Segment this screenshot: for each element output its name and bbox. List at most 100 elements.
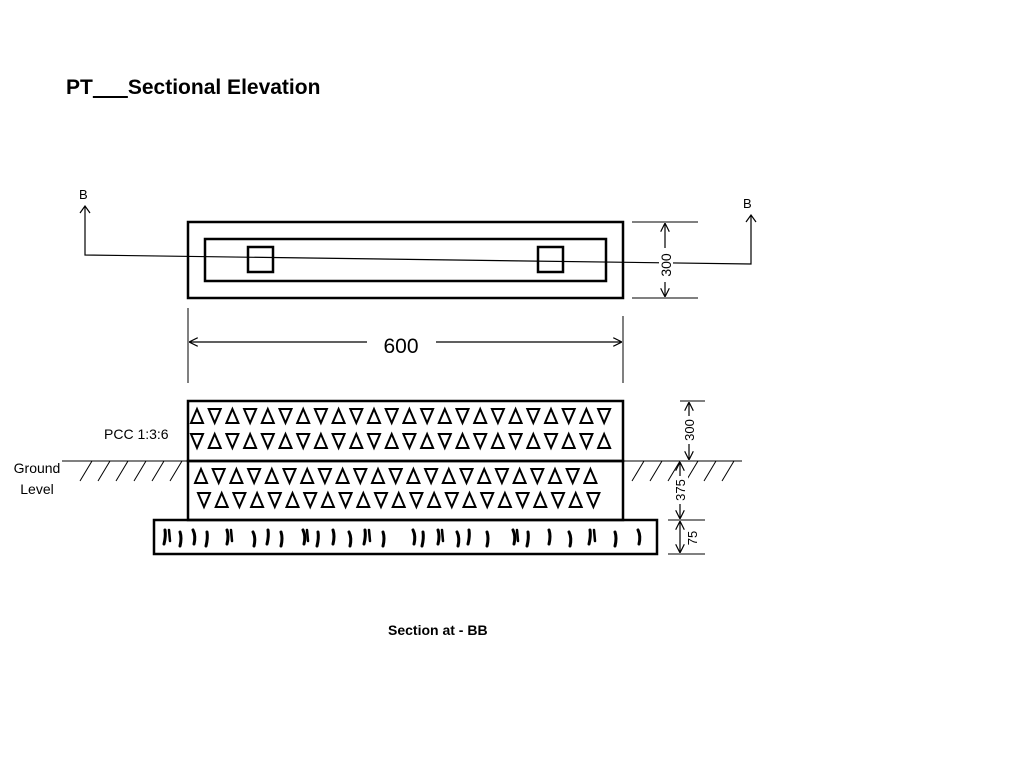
concrete-aggregate-mark xyxy=(189,433,205,451)
title-name: Sectional Elevation xyxy=(127,76,321,99)
plan-square-right xyxy=(536,245,565,274)
concrete-aggregate-mark xyxy=(277,431,294,449)
concrete-aggregate-mark xyxy=(338,492,354,510)
concrete-aggregate-mark xyxy=(320,490,336,508)
concrete-aggregate-mark xyxy=(196,492,212,510)
concrete-aggregate-mark xyxy=(242,431,258,449)
concrete-aggregate-mark xyxy=(388,468,404,486)
concrete-aggregate-mark xyxy=(497,490,513,508)
concrete-aggregate-mark xyxy=(525,408,541,426)
concrete-aggregate-mark xyxy=(578,433,594,451)
section-marker-left: B xyxy=(79,187,88,202)
concrete-aggregate-mark xyxy=(401,406,417,424)
concrete-aggregate-mark xyxy=(525,431,541,449)
ground-label-line2: Level xyxy=(20,481,53,497)
section-dim-lower: 75 xyxy=(685,531,700,545)
concrete-aggregate-mark xyxy=(476,466,492,484)
base-hatch-mark xyxy=(420,530,425,548)
base-hatch-mark xyxy=(511,528,517,546)
concrete-aggregate-mark xyxy=(426,490,442,508)
ground-hatch-left xyxy=(79,460,183,482)
base-hatch-mark xyxy=(331,528,336,546)
concrete-aggregate-mark xyxy=(543,406,559,424)
concrete-aggregate-mark xyxy=(313,408,329,426)
base-hatch-mark xyxy=(567,530,573,548)
concrete-aggregate-mark xyxy=(437,406,453,424)
base-hatch-mark xyxy=(279,530,284,548)
concrete-pattern-middle xyxy=(193,466,601,510)
base-hatch-mark xyxy=(485,530,490,548)
ground-hatch-stroke xyxy=(97,460,111,482)
section-line-bb: B B xyxy=(79,187,757,265)
concrete-aggregate-mark xyxy=(529,468,545,486)
base-layer-hatch xyxy=(162,528,642,548)
ground-hatch-stroke xyxy=(631,460,645,482)
concrete-aggregate-mark xyxy=(335,466,351,484)
concrete-aggregate-mark xyxy=(444,492,460,510)
base-hatch-mark xyxy=(515,528,520,543)
concrete-aggregate-mark xyxy=(512,466,528,484)
concrete-aggregate-mark xyxy=(207,408,223,426)
concrete-aggregate-mark xyxy=(596,408,612,426)
concrete-aggregate-mark xyxy=(348,431,364,449)
concrete-aggregate-mark xyxy=(246,468,262,486)
base-hatch-mark xyxy=(191,528,197,546)
concrete-aggregate-mark xyxy=(260,406,276,424)
concrete-aggregate-mark xyxy=(384,431,400,449)
base-hatch-mark xyxy=(636,528,642,546)
base-hatch-mark xyxy=(301,528,307,546)
base-hatch-mark xyxy=(466,528,471,546)
base-hatch-mark xyxy=(305,528,310,543)
concrete-aggregate-mark xyxy=(423,468,439,486)
concrete-aggregate-mark xyxy=(561,408,577,426)
plan-depth-label: 300 xyxy=(658,253,674,277)
concrete-aggregate-mark xyxy=(550,492,566,510)
base-hatch-mark xyxy=(229,528,234,543)
title-code: PT xyxy=(66,76,93,99)
plan-view: B B 300 600 xyxy=(79,187,757,383)
concrete-aggregate-mark xyxy=(454,408,471,426)
ground-hatch-stroke xyxy=(169,460,183,482)
concrete-aggregate-mark xyxy=(508,433,524,451)
concrete-aggregate-mark xyxy=(331,406,347,424)
concrete-aggregate-mark xyxy=(565,468,581,486)
drawing-title: PT Sectional Elevation xyxy=(66,76,320,100)
base-hatch-mark xyxy=(440,528,445,543)
concrete-aggregate-mark xyxy=(355,490,371,508)
base-hatch-mark xyxy=(251,530,257,548)
concrete-aggregate-mark xyxy=(317,468,333,486)
concrete-aggregate-mark xyxy=(352,468,368,486)
concrete-aggregate-mark xyxy=(490,431,506,449)
concrete-aggregate-mark xyxy=(578,406,594,424)
concrete-aggregate-mark xyxy=(391,490,407,508)
concrete-aggregate-mark xyxy=(331,433,347,451)
base-hatch-mark xyxy=(455,530,461,548)
base-hatch-mark xyxy=(525,530,530,548)
concrete-aggregate-mark xyxy=(547,466,563,484)
concrete-aggregate-mark xyxy=(568,490,584,508)
base-hatch-mark xyxy=(347,530,353,548)
concrete-aggregate-mark xyxy=(249,490,265,508)
base-hatch-mark xyxy=(436,528,441,546)
section-dim-upper: 300 xyxy=(682,419,697,441)
plan-outer-outline xyxy=(186,220,625,300)
concrete-aggregate-mark xyxy=(454,431,471,449)
concrete-aggregate-mark xyxy=(207,431,223,449)
ground-hatch-stroke xyxy=(649,460,663,482)
ground-label-line1: Ground xyxy=(14,460,61,476)
concrete-aggregate-mark xyxy=(405,466,421,484)
concrete-aggregate-mark xyxy=(461,490,478,508)
concrete-aggregate-mark xyxy=(490,408,506,426)
concrete-aggregate-mark xyxy=(299,466,315,484)
ground-hatch-stroke xyxy=(133,460,147,482)
plan-width-label: 600 xyxy=(383,335,418,358)
concrete-aggregate-mark xyxy=(515,492,531,510)
plan-square-left xyxy=(246,245,275,274)
concrete-aggregate-mark xyxy=(543,433,559,451)
concrete-aggregate-mark xyxy=(441,466,457,484)
concrete-aggregate-mark xyxy=(211,468,227,486)
concrete-aggregate-mark xyxy=(228,466,244,484)
section-dim-middle: 375 xyxy=(673,479,688,501)
